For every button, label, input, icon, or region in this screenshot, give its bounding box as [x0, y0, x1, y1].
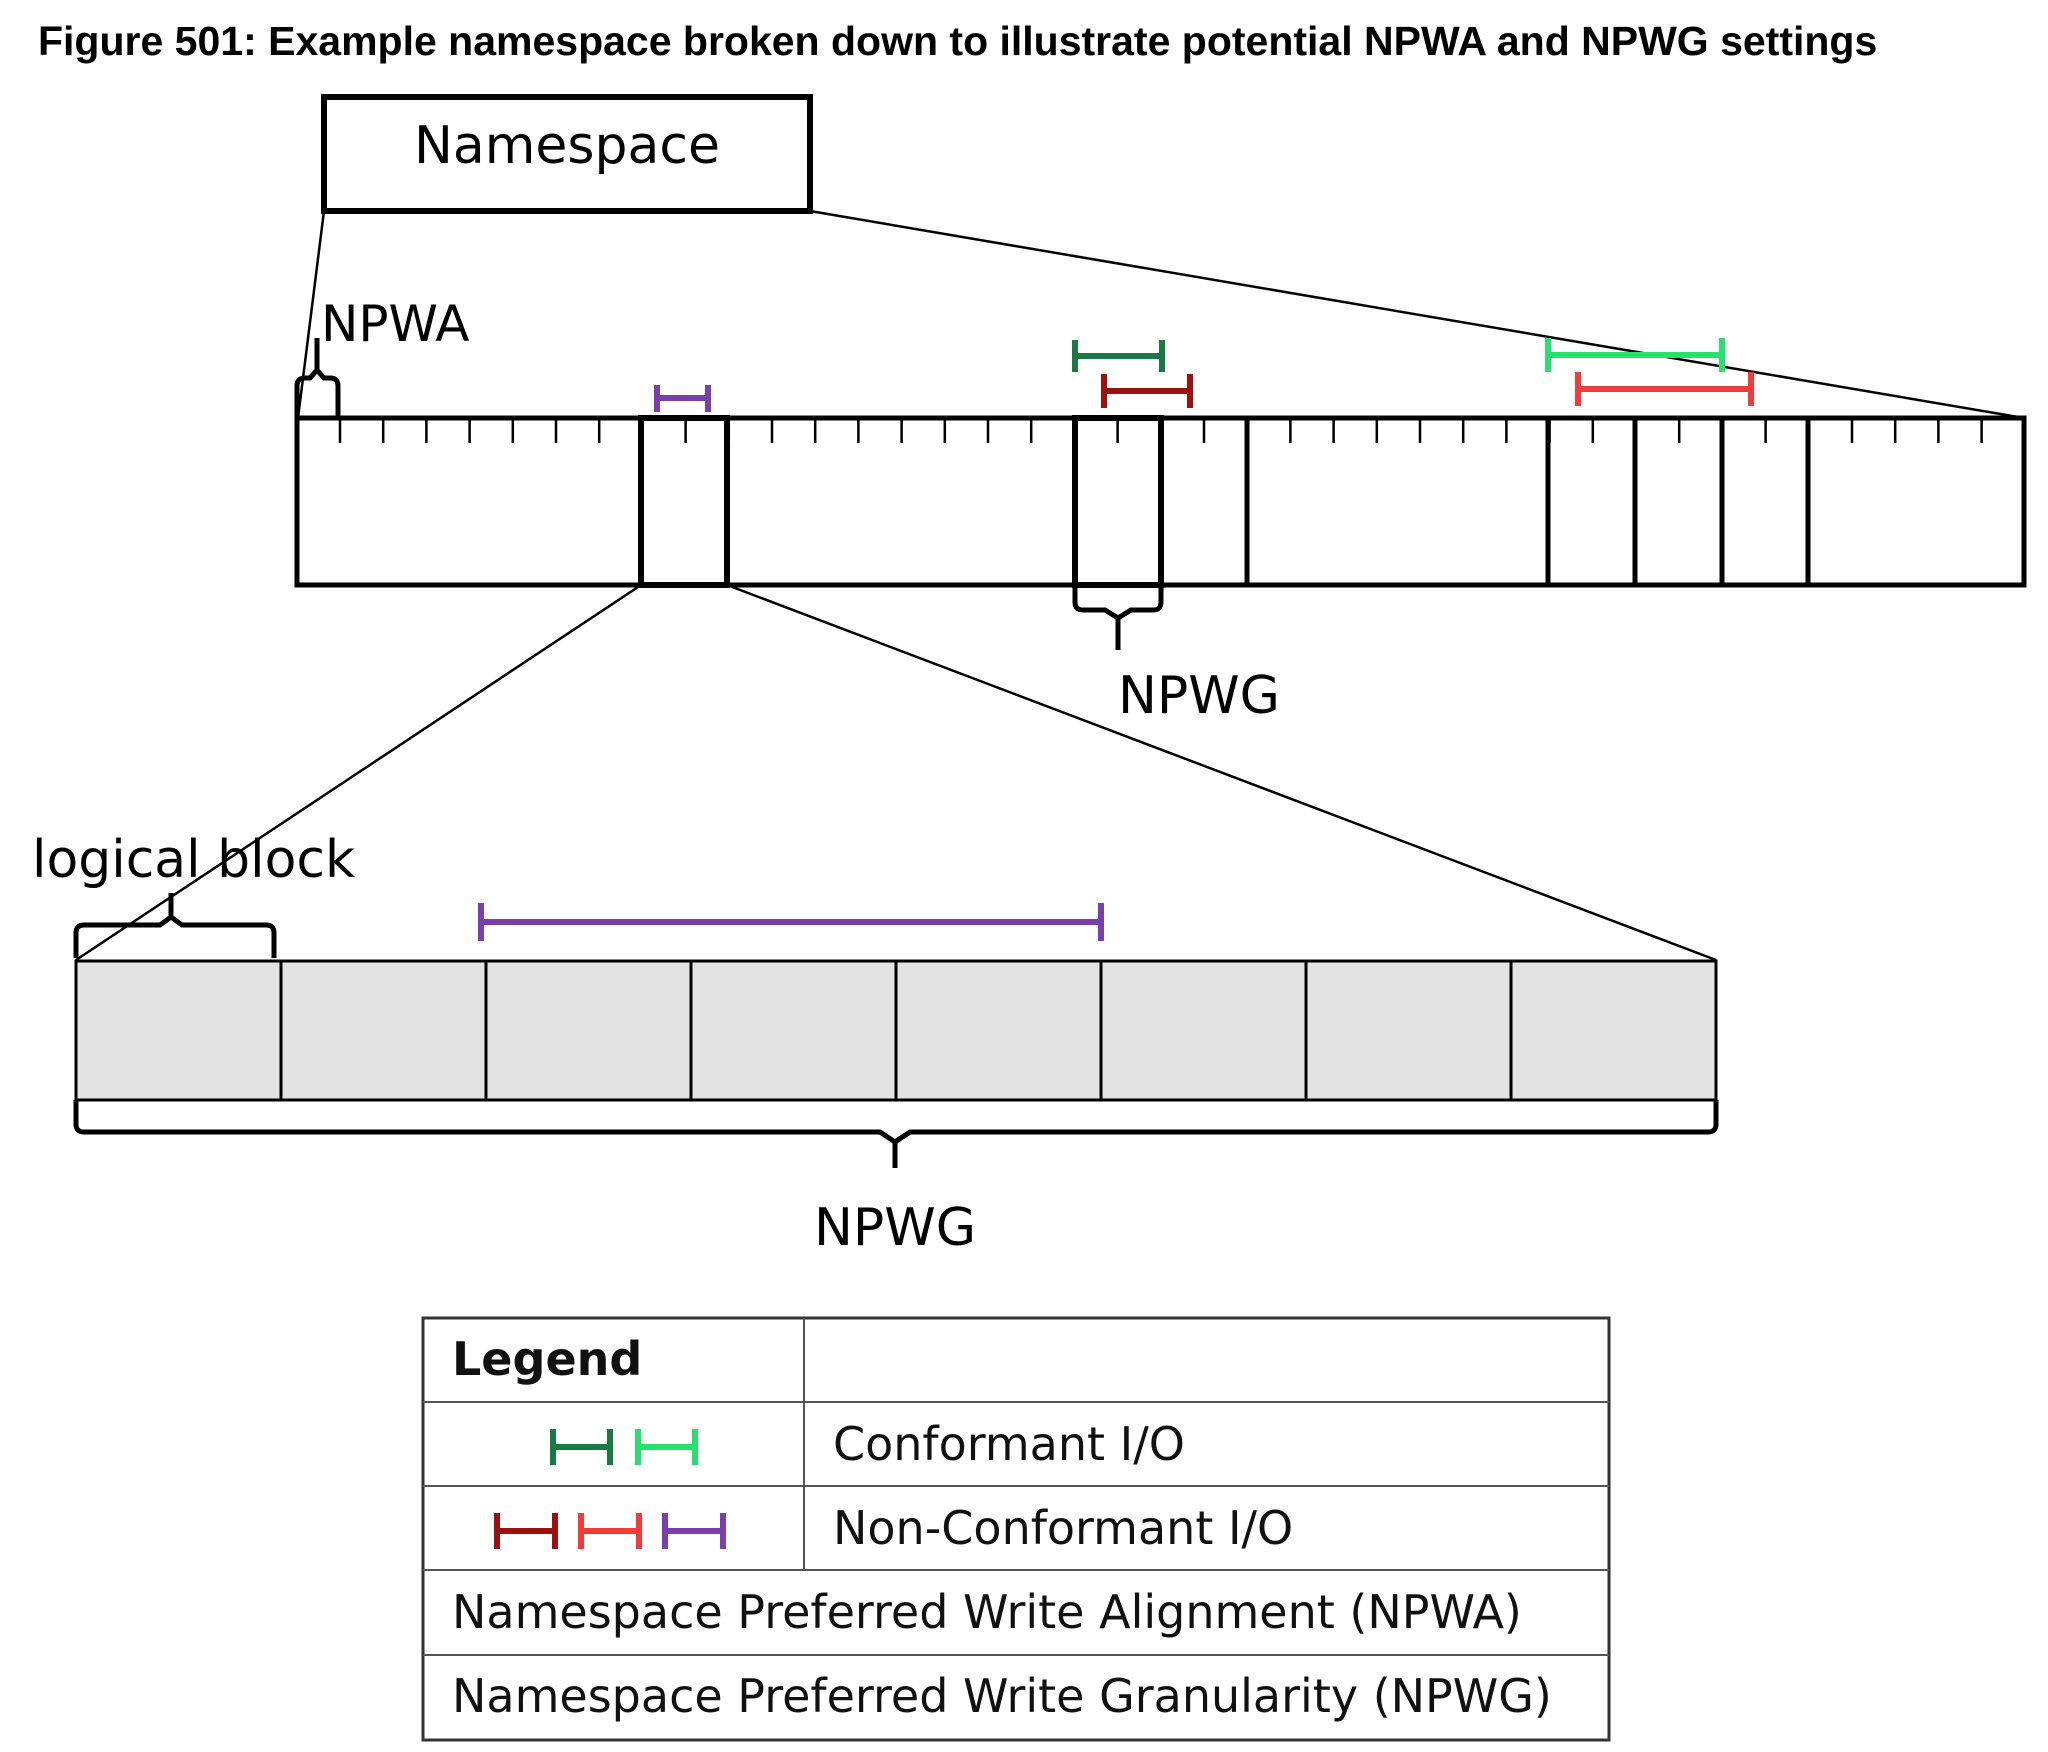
legend-conformant-dark-icon	[550, 1429, 613, 1465]
logical-block-brace	[73, 893, 277, 958]
legend-npwg-definition: Namespace Preferred Write Granularity (N…	[452, 1669, 1552, 1723]
zoom-line-right	[809, 209, 2025, 420]
logical-block	[484, 959, 693, 1102]
logical-block-row	[74, 959, 1718, 1102]
io-marker-conformant-light	[1545, 338, 1725, 372]
npwg-label-bottom: NPWG	[814, 1198, 976, 1258]
npwa-brace	[294, 338, 341, 418]
logical-block	[74, 959, 283, 1102]
zoom-line-left	[296, 210, 326, 419]
npwa-label: NPWA	[321, 295, 469, 353]
legend-nonconformant-light-icon	[578, 1513, 642, 1549]
namespace-label: Namespace	[414, 116, 720, 176]
legend-table: Legend Conformant I/O Non-Conformant I/O…	[421, 1316, 1611, 1742]
zoom-line-lower-right	[726, 583, 1717, 962]
logical-block	[279, 959, 488, 1102]
legend-conformant-light-icon	[635, 1429, 698, 1465]
io-marker-nonconformant-light	[1575, 372, 1754, 406]
namespace-box	[321, 94, 813, 214]
legend-nonconformant-label: Non-Conformant I/O	[833, 1501, 1293, 1555]
logical-block	[1509, 959, 1718, 1102]
io-marker-purple-zoomed	[478, 903, 1104, 941]
zoom-line-lower-left	[75, 583, 642, 962]
figure-title: Figure 501: Example namespace broken dow…	[38, 18, 1878, 64]
io-marker-purple	[654, 385, 711, 412]
logical-block-label: logical block	[32, 830, 355, 890]
legend-npwa-definition: Namespace Preferred Write Alignment (NPW…	[452, 1585, 1522, 1639]
io-marker-conformant-dark	[1072, 340, 1165, 372]
logical-block	[689, 959, 898, 1102]
logical-block	[1304, 959, 1513, 1102]
npwg-dividers	[1244, 418, 1811, 585]
legend-conformant-label: Conformant I/O	[833, 1417, 1185, 1471]
npwg-brace-top	[1072, 585, 1164, 650]
npwg-label-top: NPWG	[1118, 666, 1280, 726]
io-marker-nonconformant-dark	[1101, 374, 1193, 408]
npwg-brace-bottom	[73, 1100, 1719, 1168]
legend-nonconformant-dark-icon	[494, 1513, 558, 1549]
zoomed-npwg-box	[638, 415, 730, 588]
legend-header: Legend	[452, 1332, 642, 1386]
logical-block	[1099, 959, 1308, 1102]
logical-block	[894, 959, 1103, 1102]
npwg-highlight-box	[1072, 415, 1164, 588]
legend-nonconformant-purple-icon	[662, 1513, 726, 1549]
